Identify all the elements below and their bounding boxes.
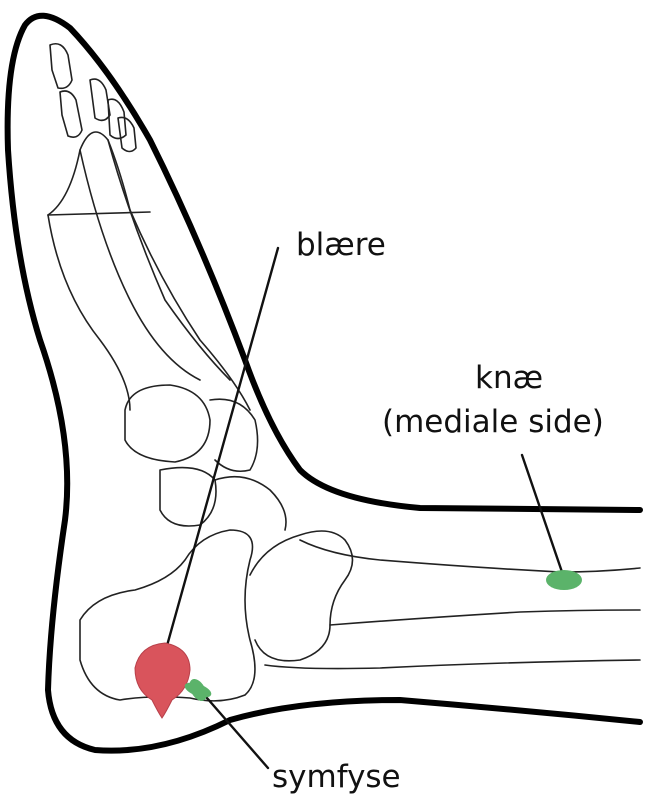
toe-bones	[50, 44, 72, 89]
label-knee-line1: knæ	[475, 360, 543, 396]
label-blister: blære	[296, 227, 386, 263]
tarsal-cuneiform	[125, 385, 210, 462]
foot-outline-upper	[8, 16, 640, 751]
leader-knee	[522, 455, 562, 572]
bone-outlines	[48, 44, 640, 701]
blister-marker	[135, 643, 190, 718]
talus	[250, 531, 353, 661]
label-knee-line2: (mediale side)	[382, 404, 604, 440]
label-symphysis: symfyse	[272, 759, 401, 795]
foot-outline	[8, 16, 640, 751]
knee-marker	[546, 570, 582, 590]
